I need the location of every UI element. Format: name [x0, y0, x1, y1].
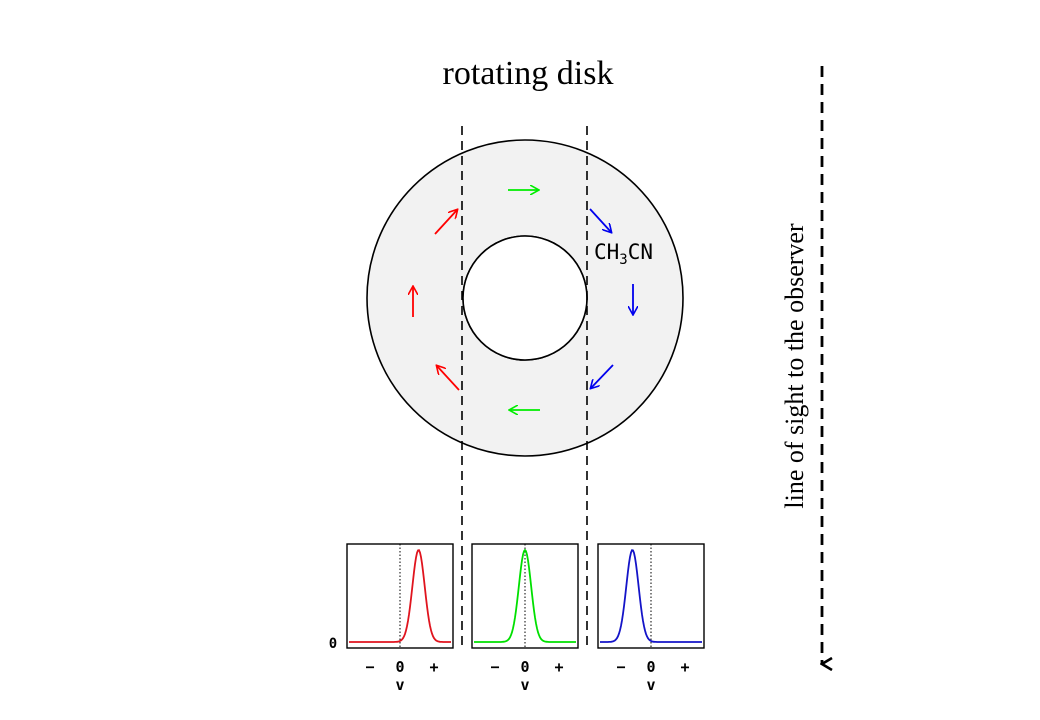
- axis-minus-label-center: −: [490, 658, 499, 676]
- velocity-arrow-blue-bottom: [591, 364, 614, 388]
- spectrum-panel-center: [471, 543, 579, 649]
- axis-plus-label-right: +: [680, 658, 689, 676]
- axis-v-label-left: v: [395, 676, 404, 694]
- axis-v-label-right: v: [646, 676, 655, 694]
- velocity-arrow-blue-top: [589, 208, 611, 232]
- axis-plus-label-left: +: [429, 658, 438, 676]
- intensity-zero-label: 0: [329, 636, 337, 652]
- axis-zero-label-right: 0: [646, 658, 655, 676]
- velocity-arrow-red-bottom: [437, 366, 460, 391]
- axis-plus-label-center: +: [554, 658, 563, 676]
- molecule-label: CH3CN: [594, 240, 653, 268]
- velocity-arrow-red-top: [434, 210, 457, 235]
- axis-minus-label-right: −: [616, 658, 625, 676]
- diagram-title: rotating disk: [443, 55, 614, 92]
- disk-inner-hole: [462, 235, 588, 361]
- spectrum-line-right: [600, 549, 702, 643]
- axis-minus-label-left: −: [365, 658, 374, 676]
- line-of-sight-label: line of sight to the observer: [780, 223, 809, 509]
- axis-v-label-center: v: [520, 676, 529, 694]
- spectra-panels: − 0 + v − 0 + v − 0 + v: [346, 543, 705, 694]
- spectrum-line-left: [349, 549, 451, 643]
- axis-zero-label-left: 0: [395, 658, 404, 676]
- spectrum-line-center: [474, 548, 576, 643]
- axis-zero-label-center: 0: [520, 658, 529, 676]
